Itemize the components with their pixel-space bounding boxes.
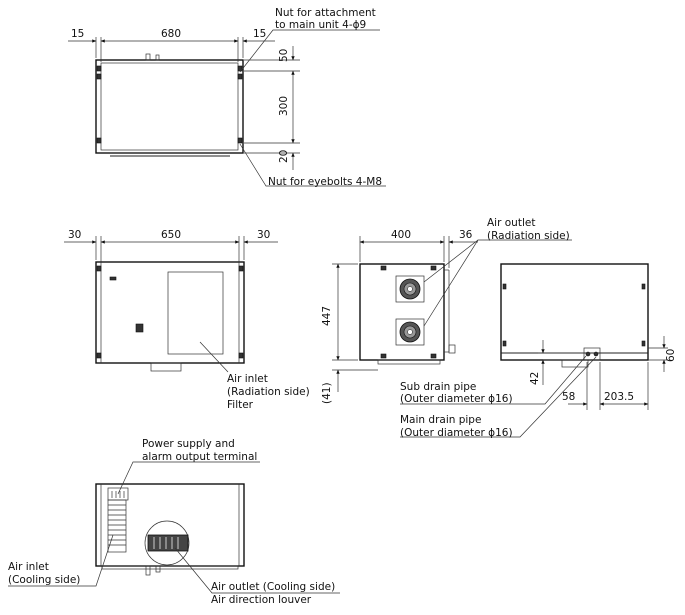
top-dim-h2: 300 xyxy=(278,96,290,116)
side-dim-height: 447 xyxy=(321,306,333,326)
side-dim-right: 36 xyxy=(459,229,473,241)
top-view: 15 680 15 50 300 20 Nut for attachment t… xyxy=(68,7,386,188)
top-dim-width: 680 xyxy=(161,28,181,40)
rear-dim-58: 58 xyxy=(562,391,575,403)
main-drain-line1: Main drain pipe xyxy=(400,414,481,426)
front-dim-right: 30 xyxy=(257,229,270,241)
cooling-inlet-grille xyxy=(107,499,127,553)
bottom-inlet-line2: (Cooling side) xyxy=(8,574,80,586)
side-outlet-line1: Air outlet xyxy=(487,217,535,229)
upper-fan xyxy=(395,275,425,303)
front-filter xyxy=(167,271,224,355)
top-dim-right: 15 xyxy=(253,28,266,40)
rear-dim-42: 42 xyxy=(529,372,541,385)
note-attach-line2: to main unit 4-ϕ9 xyxy=(275,19,366,31)
power-line2: alarm output terminal xyxy=(142,451,257,463)
top-view-body xyxy=(95,59,244,154)
louver-ring xyxy=(144,520,190,566)
top-dim-h3: 20 xyxy=(278,150,290,163)
drain-fitting xyxy=(583,347,601,361)
bottom-inlet-line1: Air inlet xyxy=(8,561,49,573)
front-inlet-line1: Air inlet xyxy=(227,373,268,385)
front-label-plate xyxy=(135,323,144,333)
rear-dim-2035: 203.5 xyxy=(604,391,634,403)
bottom-outlet-line1: Air outlet (Cooling side) xyxy=(211,581,335,593)
top-dim-left: 15 xyxy=(71,28,84,40)
rear-dim-60: 60 xyxy=(665,349,677,362)
sub-drain-line1: Sub drain pipe xyxy=(400,381,476,393)
lower-fan xyxy=(395,318,425,346)
front-view-body xyxy=(95,261,245,364)
rear-view-body xyxy=(500,263,649,361)
side-view-body xyxy=(359,263,445,361)
bottom-outlet-line2: Air direction louver xyxy=(211,594,312,606)
note-eyebolts: Nut for eyebolts 4-M8 xyxy=(268,176,382,188)
front-dim-width: 650 xyxy=(161,229,181,241)
power-line1: Power supply and xyxy=(142,438,235,450)
side-dim-bottom: (41) xyxy=(321,382,333,404)
side-view: 400 36 447 (41) Air outlet (Radiation si… xyxy=(321,217,572,404)
note-attach-line1: Nut for attachment xyxy=(275,7,376,19)
front-dim-left: 30 xyxy=(68,229,81,241)
rear-view: 42 60 58 203.5 Sub drain pipe (Outer dia… xyxy=(400,263,677,439)
front-inlet-line3: Filter xyxy=(227,399,254,411)
side-dim-width: 400 xyxy=(391,229,411,241)
front-view: 30 650 30 Air inlet (Radiation side) Fil… xyxy=(64,229,310,411)
main-drain-line2: (Outer diameter ϕ16) xyxy=(400,427,513,439)
top-dim-h1: 50 xyxy=(278,49,290,62)
bottom-view: Power supply and alarm output terminal A… xyxy=(8,438,340,606)
side-outlet-line2: (Radiation side) xyxy=(487,230,570,242)
front-inlet-line2: (Radiation side) xyxy=(227,386,310,398)
sub-drain-line2: (Outer diameter ϕ16) xyxy=(400,393,513,405)
